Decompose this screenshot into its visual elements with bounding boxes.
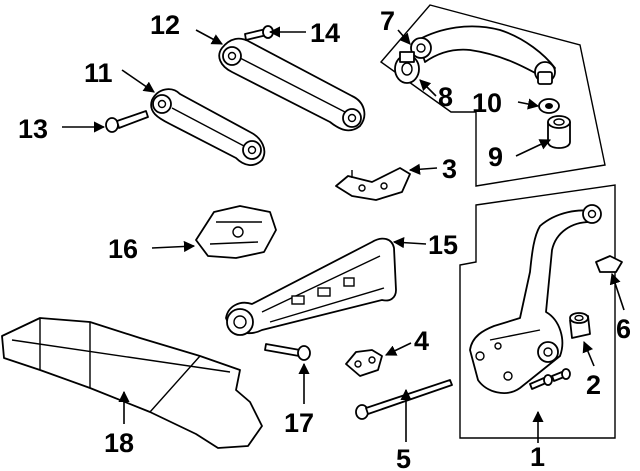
upper-link-arm[interactable] (218, 37, 366, 132)
callout-9: 9 (488, 142, 503, 172)
callout-15: 15 (428, 230, 458, 260)
callout-17: 17 (284, 408, 314, 438)
rear-subframe[interactable] (1, 317, 263, 449)
bracket-3[interactable] (335, 167, 411, 201)
leader-lines (62, 26, 625, 443)
callout-11: 11 (84, 58, 113, 88)
bolt-5[interactable] (355, 379, 453, 420)
knuckle-group-box (459, 184, 616, 439)
callout-12: 12 (150, 10, 180, 40)
upper-arm-group-box (379, 4, 606, 187)
callout-5: 5 (396, 444, 411, 471)
callout-14: 14 (310, 18, 340, 48)
knuckle-bolts[interactable] (529, 368, 571, 390)
callout-13: 13 (18, 114, 48, 144)
callout-16: 16 (108, 234, 138, 264)
callout-3: 3 (442, 154, 457, 184)
callout-1: 1 (530, 442, 545, 471)
bracket-4[interactable] (345, 349, 383, 377)
bolt-14[interactable] (244, 25, 274, 41)
upper-control-arm[interactable] (410, 25, 556, 85)
callout-2: 2 (586, 370, 601, 400)
callout-10: 10 (472, 88, 502, 118)
clip-6[interactable] (595, 255, 623, 273)
rear-knuckle[interactable] (469, 204, 602, 394)
mount-16[interactable] (195, 205, 277, 259)
trailing-arm[interactable] (225, 237, 397, 336)
bolt-17[interactable] (264, 343, 311, 361)
callout-8: 8 (438, 82, 453, 112)
callout-7: 7 (380, 6, 395, 36)
nut-10[interactable] (538, 98, 560, 114)
lower-link-arm[interactable] (150, 88, 266, 166)
callout-18: 18 (104, 428, 134, 458)
bushing-9[interactable] (547, 115, 571, 149)
bolt-13[interactable] (105, 110, 149, 133)
knuckle-bushing[interactable] (569, 312, 591, 339)
callout-4: 4 (414, 326, 429, 356)
upper-arm-bushing[interactable] (394, 51, 420, 84)
callout-6: 6 (616, 314, 631, 344)
